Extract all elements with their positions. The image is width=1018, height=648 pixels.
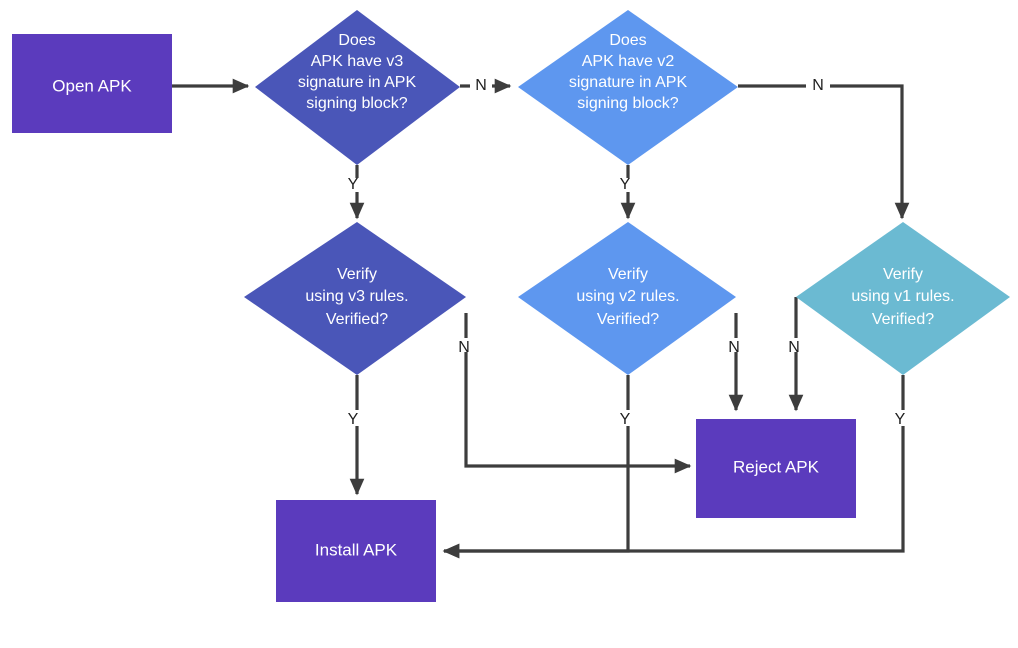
- edge-label-verify-v2-no: N: [728, 339, 740, 356]
- open-apk-rect: [12, 34, 172, 133]
- edge-verify-v3-no-to-reject: [464, 313, 690, 466]
- install-apk-rect: [276, 500, 436, 602]
- edge-label-verify-v1-yes: Y: [895, 411, 906, 428]
- edge-label-v2-no: N: [812, 77, 824, 94]
- node-reject-apk[interactable]: Reject APK: [696, 419, 856, 518]
- node-verify-v3[interactable]: Verify using v3 rules. Verified?: [244, 222, 466, 375]
- verify-v3-diamond: [244, 222, 466, 375]
- edge-label-v3-no: N: [475, 77, 487, 94]
- reject-apk-rect: [696, 419, 856, 518]
- node-has-v3[interactable]: Does APK have v3 signature in APK signin…: [255, 10, 460, 165]
- node-verify-v2[interactable]: Verify using v2 rules. Verified?: [518, 222, 736, 375]
- node-verify-v1[interactable]: Verify using v1 rules. Verified?: [796, 222, 1010, 375]
- edge-label-verify-v3-yes: Y: [348, 411, 359, 428]
- has-v2-diamond: [518, 10, 738, 165]
- node-install-apk[interactable]: Install APK: [276, 500, 436, 602]
- node-has-v2[interactable]: Does APK have v2 signature in APK signin…: [518, 10, 738, 165]
- edge-label-v2-yes: Y: [620, 176, 631, 193]
- verify-v2-diamond: [518, 222, 736, 375]
- edge-label-verify-v3-no: N: [458, 339, 470, 356]
- edge-label-v3-yes: Y: [348, 176, 359, 193]
- edge-verify-v2-yes-to-install: [444, 375, 630, 551]
- has-v3-diamond: [255, 10, 460, 165]
- edge-label-verify-v2-yes: Y: [620, 411, 631, 428]
- verify-v1-diamond: [796, 222, 1010, 375]
- node-open-apk[interactable]: Open APK: [12, 34, 172, 133]
- edge-label-verify-v1-no: N: [788, 339, 800, 356]
- edge-v2-no-to-verify-v1: [738, 84, 902, 218]
- edge-verify-v1-yes-to-install: [444, 375, 905, 551]
